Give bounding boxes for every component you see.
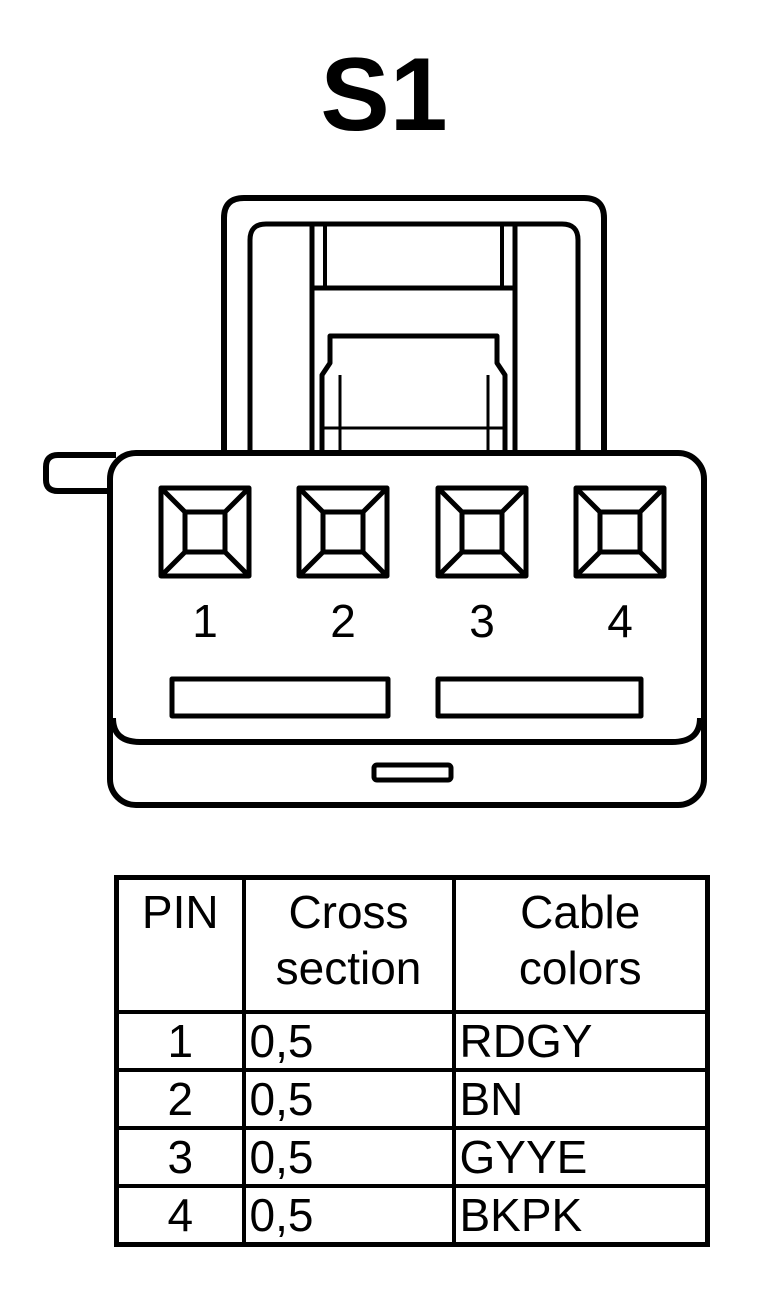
table-header-row: PIN Cross section Cable colors [114, 875, 710, 1014]
cell-pin: 1 [114, 1010, 246, 1072]
cell-cross-section: 0,5 [241, 1125, 456, 1188]
latch-inner [247, 221, 581, 455]
pin-label-4: 4 [607, 595, 633, 647]
header-cross-section: Cross section [241, 875, 456, 1014]
connector-title: S1 [320, 37, 448, 153]
latch-tongue [319, 333, 508, 455]
keying-slot-right [435, 676, 644, 719]
latch-outer [221, 195, 607, 455]
table-row: 1 0,5 RDGY [114, 1010, 710, 1072]
bottom-notch [371, 762, 454, 783]
pin-assignment-table: PIN Cross section Cable colors 1 0,5 RDG… [114, 875, 710, 1247]
table-row: 2 0,5 BN [114, 1067, 710, 1130]
side-tab [43, 452, 116, 494]
cell-pin: 2 [114, 1067, 246, 1130]
cell-cable-color: BN [451, 1067, 710, 1130]
cell-cable-color: GYYE [451, 1125, 710, 1188]
cell-cross-section: 0,5 [241, 1183, 456, 1247]
pin-cavity-2 [296, 485, 390, 579]
cell-cross-section: 0,5 [241, 1067, 456, 1130]
pin-label-3: 3 [469, 595, 495, 647]
header-cable-colors: Cable colors [451, 875, 710, 1014]
housing-body [107, 450, 707, 808]
connector-drawing: 1 2 3 4 [43, 195, 707, 808]
cell-cross-section: 0,5 [241, 1010, 456, 1072]
pin-cavity-3 [435, 485, 529, 579]
header-pin: PIN [114, 875, 246, 1014]
pin-label-1: 1 [192, 595, 218, 647]
pin-cavity-1 [158, 485, 252, 579]
cell-pin: 3 [114, 1125, 246, 1188]
cell-pin: 4 [114, 1183, 246, 1247]
housing-ledge [110, 717, 703, 745]
cell-cable-color: BKPK [451, 1183, 710, 1247]
pin-cavity-4 [573, 485, 667, 579]
keying-slot-left [169, 676, 391, 719]
pin-label-2: 2 [330, 595, 356, 647]
table-row: 3 0,5 GYYE [114, 1125, 710, 1188]
table-row: 4 0,5 BKPK [114, 1183, 710, 1247]
cell-cable-color: RDGY [451, 1010, 710, 1072]
